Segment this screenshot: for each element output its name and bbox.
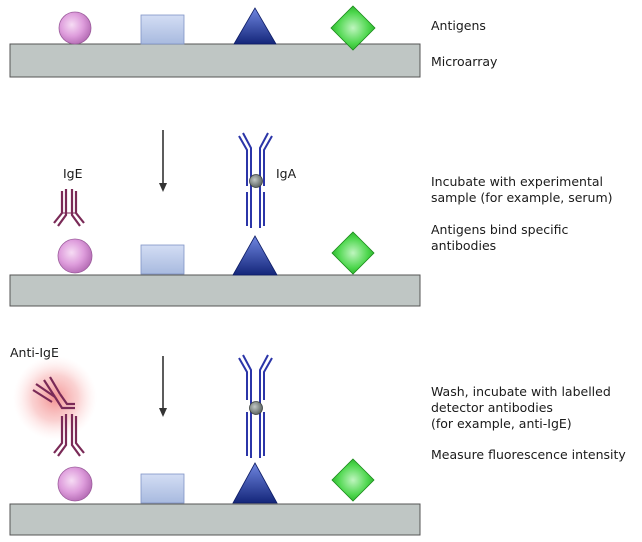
down-arrow-icon <box>159 130 167 192</box>
wash-step-text: Wash, incubate with labelled detector an… <box>431 384 611 431</box>
measure-step-text: Measure fluorescence intensity <box>431 447 626 462</box>
square-antigen-icon <box>140 473 185 504</box>
anti-ige-label: Anti-IgE <box>10 345 59 360</box>
down-arrow-icon <box>159 356 167 417</box>
square-antigen-icon <box>140 244 185 275</box>
bead-icon <box>249 401 263 415</box>
iga-antibody-icon <box>238 354 273 458</box>
panel-3 <box>9 354 421 536</box>
antigens-label: Antigens <box>431 18 486 33</box>
microarray-label: Microarray <box>431 54 498 69</box>
diamond-antigen-icon <box>331 458 375 502</box>
panel-2 <box>9 130 421 307</box>
diamond-antigen-icon <box>331 231 375 275</box>
microarray-slide <box>9 274 421 307</box>
microarray-slide <box>9 43 421 78</box>
bead-icon <box>249 174 263 188</box>
iga-label: IgA <box>276 166 297 181</box>
antigens-bind-step-text: Antigens bind specific antibodies <box>431 222 569 253</box>
triangle-antigen-icon <box>232 462 278 504</box>
anti-ige-antibody-icon <box>32 376 75 410</box>
ige-label: IgE <box>63 166 83 181</box>
diamond-antigen-icon <box>330 5 376 51</box>
circle-antigen-icon <box>58 11 92 45</box>
square-antigen-icon <box>140 14 185 45</box>
ige-antibody-icon <box>53 189 85 227</box>
triangle-antigen-icon <box>233 7 277 45</box>
microarray-slide <box>9 503 421 536</box>
circle-antigen-icon <box>57 466 93 502</box>
circle-antigen-icon <box>57 238 93 274</box>
panel-1 <box>9 5 421 78</box>
iga-antibody-icon <box>238 132 273 228</box>
ige-antibody-icon <box>53 414 85 457</box>
incubate-step-text: Incubate with experimental sample (for e… <box>431 174 613 205</box>
triangle-antigen-icon <box>232 235 278 276</box>
